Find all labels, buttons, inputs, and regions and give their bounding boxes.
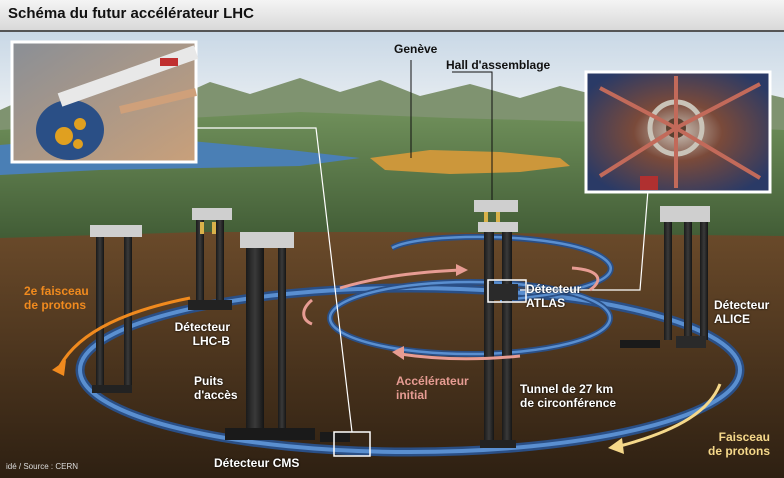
label-alice-line1: Détecteur (714, 298, 770, 312)
connector-atlas-photo (520, 189, 649, 291)
atlas-highlight-box (487, 279, 527, 303)
label-puits-line1: Puits (194, 374, 224, 388)
cms-detector-block (320, 432, 350, 442)
connector-tunnel-photo (196, 127, 353, 433)
shaft-lhcb (188, 208, 232, 310)
label-tunnel-line1: Tunnel de 27 km (520, 382, 614, 396)
label-first-beam-line1: Faisceau (718, 430, 770, 444)
beam-arrow-first-head (608, 438, 624, 454)
label-lhcb-line1: Détecteur (174, 320, 230, 334)
shaft-puits-cms (225, 232, 315, 440)
label-puits-line2: d'accès (194, 388, 238, 402)
label-hall-assemblage: Hall d'assemblage (446, 58, 551, 72)
title-bar: Schéma du futur accélérateur LHC (0, 0, 784, 32)
label-second-beam-line2: de protons (24, 298, 86, 312)
credit-source: idé / Source : CERN (6, 462, 79, 471)
label-accelerateur-initial: Accélérateur initial (396, 374, 469, 402)
injector-arrow-right (571, 266, 600, 292)
label-tunnel: Tunnel de 27 km de circonférence (520, 382, 616, 410)
label-alice-line2: ALICE (714, 312, 750, 326)
shaft-alice (660, 206, 710, 348)
injector-arrow-bottom (399, 352, 521, 361)
label-cms: Détecteur CMS (214, 456, 300, 470)
label-alice: Détecteur ALICE (714, 298, 769, 326)
label-geneve: Genève (394, 42, 438, 56)
label-atlas-line1: Détecteur (526, 282, 582, 296)
transfer-loop-highlight (391, 235, 612, 302)
beam-arrow-second (58, 296, 191, 367)
leader-hall (452, 71, 493, 200)
injector-ring-highlight (328, 280, 612, 356)
label-atlas: Détecteur ATLAS (526, 282, 581, 310)
geneva-city (370, 150, 570, 174)
label-tunnel-line2: de circonférence (520, 396, 617, 410)
label-atlas-line2: ATLAS (526, 296, 566, 310)
shaft-atlas (474, 200, 518, 448)
shaft-far-left (90, 225, 142, 393)
beam-arrow-second-head (52, 360, 66, 376)
label-accel-line2: initial (396, 388, 428, 402)
injector-arrow-bottom-head (392, 346, 404, 360)
injector-arrow-top-head (456, 264, 468, 276)
page-title: Schéma du futur accélérateur LHC (8, 5, 254, 22)
label-puits-acces: Puits d'accès (194, 374, 238, 402)
label-lhcb: Détecteur LHC-B (170, 320, 230, 348)
alice-base (620, 340, 660, 348)
label-lhcb-line2: LHC-B (192, 334, 230, 348)
label-second-beam-line1: 2e faisceau (24, 284, 89, 298)
label-second-beam: 2e faisceau de protons (24, 284, 89, 312)
atlas-photo-inset (584, 70, 772, 194)
injector-arrow-left (302, 298, 314, 326)
label-accel-line1: Accélérateur (396, 374, 469, 388)
tunnel-photo-inset (10, 40, 199, 164)
beam-arrow-first (619, 383, 722, 448)
label-first-beam: Faisceau de protons (700, 430, 770, 458)
label-first-beam-line2: de protons (708, 444, 770, 458)
injector-arrow-top (339, 268, 461, 290)
